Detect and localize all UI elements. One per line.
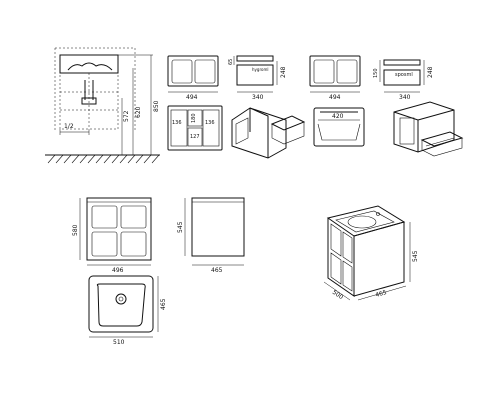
- panel-iso-open-drawer: [231, 107, 306, 159]
- dim-65: 65: [228, 59, 234, 65]
- dim-465-a: 465: [211, 267, 223, 274]
- iso-cabinet-view: 545 500 465: [323, 205, 419, 301]
- panel-side-drawer-1: 65 hygroml 248 340: [228, 55, 287, 101]
- top-plan-view: 465 510: [88, 275, 167, 346]
- dim-496: 496: [112, 267, 124, 274]
- panel-front-drawer-1: 494: [167, 55, 219, 101]
- dim-127: 127: [190, 134, 200, 140]
- dim-465-b: 465: [160, 298, 167, 310]
- side-elevation: 545 465: [177, 197, 245, 274]
- dim-580: 580: [72, 224, 79, 236]
- dim-500: 500: [331, 289, 345, 301]
- dim-248-b: 248: [427, 66, 434, 78]
- dim-494-b: 494: [329, 94, 341, 101]
- dim-620: 620: [135, 106, 142, 118]
- dim-465-c: 465: [375, 289, 388, 299]
- dim-180: 180: [191, 113, 197, 123]
- dim-545-b: 545: [412, 250, 419, 262]
- dim-248-a: 248: [280, 66, 287, 78]
- drawer-label-2: sposml: [395, 72, 413, 78]
- panel-front-drawer-2: 494: [309, 55, 361, 101]
- panel-iso-cabinet-drawer: [393, 101, 464, 157]
- dim-340-b: 340: [399, 94, 411, 101]
- panel-drawer-top: 420: [313, 107, 365, 147]
- dim-136-a: 136: [172, 120, 182, 126]
- dim-510: 510: [113, 339, 125, 346]
- panel-side-drawer-2: 150 sposml 248 340: [373, 59, 434, 101]
- drawer-label-1: hygroml: [252, 67, 268, 72]
- dim-850: 850: [153, 100, 160, 112]
- dim-340-a: 340: [252, 94, 264, 101]
- dim-545-a: 545: [177, 221, 184, 233]
- front-elevation: 580 496: [72, 197, 152, 274]
- dim-150: 150: [373, 68, 379, 78]
- wall-elevation-view: 1/2 572 620 850: [45, 47, 160, 164]
- dim-494-a: 494: [186, 94, 198, 101]
- dim-420: 420: [332, 113, 344, 120]
- dim-136-b: 136: [205, 120, 215, 126]
- panel-interior-compartments: 136 180 136 127: [167, 105, 223, 151]
- half-width-label: 1/2: [64, 123, 74, 130]
- dim-572: 572: [123, 110, 130, 122]
